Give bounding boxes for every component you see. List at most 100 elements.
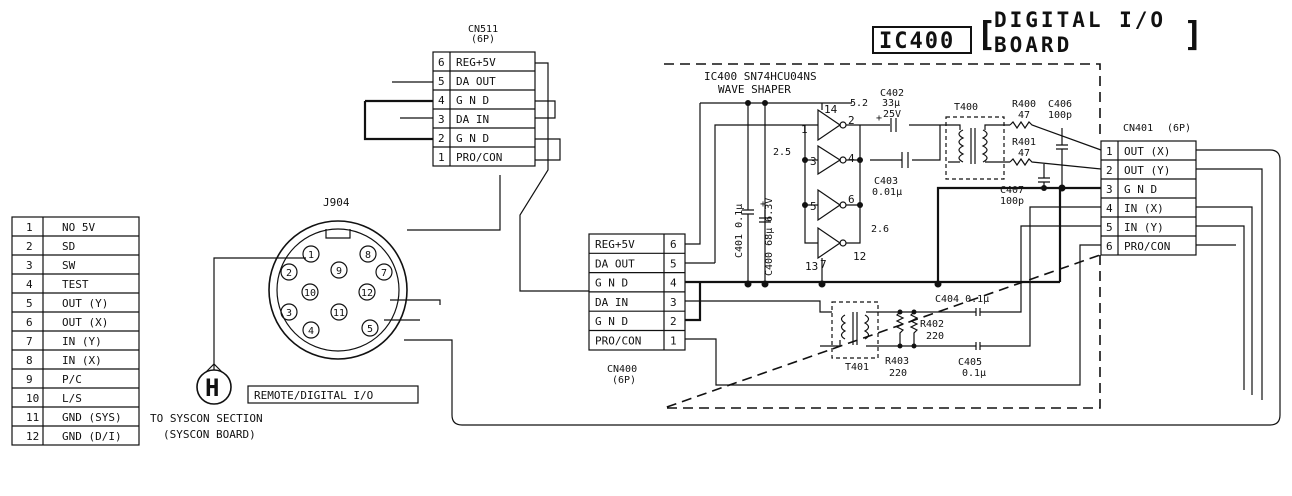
cn511-pins-label: (6P) [471, 34, 495, 45]
din-pin-label: 1 [308, 250, 314, 261]
ic-pin-13: 13 [805, 260, 818, 273]
wave-shaper-label: WAVE SHAPER [718, 83, 791, 96]
cn401-pin-number: 6 [1106, 240, 1113, 253]
c402-label: C402 [880, 88, 904, 99]
table-pin-name: SW [62, 259, 76, 272]
table-pin-number: 7 [26, 335, 33, 348]
cn511-pin-name: DA IN [456, 113, 489, 126]
c404-label: C404 0.1μ [935, 294, 989, 305]
cn401-pin-name: OUT (Y) [1124, 164, 1170, 177]
cn400-pin-name: REG+5V [595, 238, 635, 251]
table-pin-name: L/S [62, 392, 82, 405]
cn400-pin-name: DA IN [595, 296, 628, 309]
cn511-pin-name: G N D [456, 94, 489, 107]
ic400-part-label: IC400 SN74HCU04NS [704, 70, 817, 83]
din-pin [302, 245, 320, 263]
r401-value: 47 [1018, 148, 1030, 159]
cn401-label: CN401 [1123, 123, 1153, 134]
external-wiring [363, 62, 1281, 426]
cn401-pin-number: 5 [1106, 221, 1113, 234]
din-pin-label: 9 [336, 266, 342, 277]
table-pin-number: 9 [26, 373, 33, 386]
t400-transformer: T400 [945, 102, 1010, 180]
ic-pin-1: 1 [801, 123, 808, 136]
din-pin-label: 10 [304, 288, 316, 299]
h-connector-line2: (SYSCON BOARD) [163, 428, 256, 441]
din-pin-label: 2 [286, 268, 292, 279]
h-letter: H [205, 374, 219, 402]
cn511-pin-number: 6 [438, 56, 445, 69]
cn400-pin-name: G N D [595, 315, 628, 328]
din-pin-label: 3 [286, 308, 292, 319]
c403-label: C403 [874, 176, 898, 187]
r403-label: R403 [885, 356, 909, 367]
din-pin [330, 303, 348, 321]
din-pin [280, 303, 298, 321]
cn511-pin-number: 4 [438, 94, 445, 107]
table-pin-number: 10 [26, 392, 39, 405]
c407-value: 100p [1000, 196, 1024, 207]
cn511-label: CN511 [468, 24, 498, 35]
h-connector: H TO SYSCON SECTION (SYSCON BOARD) [150, 257, 306, 441]
ic-pin-12: 12 [853, 250, 866, 263]
din-pin [280, 263, 298, 281]
ground-bus [685, 100, 1066, 322]
table-pin-number: 8 [26, 354, 33, 367]
table-pin-name: OUT (X) [62, 316, 108, 329]
output-network: R400 47 R401 47 C406 100p C407 100p [1000, 99, 1102, 207]
c400-label: C400 68μ 6.3V [764, 198, 775, 276]
t400-label: T400 [954, 102, 978, 113]
c403-value: 0.01μ [872, 187, 902, 198]
din-pin-label: 5 [367, 324, 373, 335]
board-title-line1: DIGITAL I/O [994, 8, 1166, 32]
ic-pin-4: 4 [848, 152, 855, 165]
din-pin-label: 4 [308, 326, 314, 337]
c406-label: C406 [1048, 99, 1072, 110]
table-pin-number: 11 [26, 411, 39, 424]
ic400-title: IC400 [879, 29, 955, 54]
r400-label: R400 [1012, 99, 1036, 110]
cn400-pin-number: 6 [670, 238, 677, 251]
c405-label: C405 [958, 357, 982, 368]
cn401-pin-name: IN (Y) [1124, 221, 1164, 234]
svg-text:+: + [760, 199, 766, 210]
h-connector-line1: TO SYSCON SECTION [150, 412, 263, 425]
table-pin-number: 4 [26, 278, 33, 291]
table-pin-name: GND (SYS) [62, 411, 122, 424]
c402-voltage: 25V [883, 109, 901, 120]
bracket-open: [ [976, 15, 996, 55]
r402-value: 220 [926, 331, 944, 342]
din-pin [301, 283, 319, 301]
din-pin-label: 12 [361, 288, 373, 299]
ic-pin-3: 3 [810, 155, 817, 168]
table-pin-name: P/C [62, 373, 82, 386]
din-pin [359, 245, 377, 263]
ic-pin-6: 6 [848, 193, 855, 206]
cn401-pin-name: PRO/CON [1124, 240, 1170, 253]
r403-value: 220 [889, 368, 907, 379]
table-pin-name: IN (Y) [62, 335, 102, 348]
cn400-label: CN400 [607, 364, 637, 375]
ic400-pin-labels: 14 2 3 4 5 6 13 7 12 1 5.2 2.5 2.6 [773, 98, 889, 273]
cn401-pin-number: 3 [1106, 183, 1113, 196]
board-title-line2: BOARD [994, 33, 1072, 57]
c406-value: 100p [1048, 110, 1072, 121]
voltage-2-6: 2.6 [871, 224, 889, 235]
din-pin [361, 319, 379, 337]
ic-pin-5: 5 [810, 200, 817, 213]
cn511-pin-name: DA OUT [456, 75, 496, 88]
table-pin-name: OUT (Y) [62, 297, 108, 310]
cn511-pin-number: 5 [438, 75, 445, 88]
c403-capacitor: C403 0.01μ [872, 152, 909, 198]
c402-value: 33μ [882, 98, 900, 109]
din-pin [375, 263, 393, 281]
remote-digital-io-label: REMOTE/DIGITAL I/O [254, 389, 373, 402]
c405-value: 0.1μ [962, 368, 986, 379]
voltage-2-5: 2.5 [773, 147, 791, 158]
c402-capacitor: + C402 33μ 25V [876, 88, 904, 132]
ic-pin-2: 2 [848, 114, 855, 127]
